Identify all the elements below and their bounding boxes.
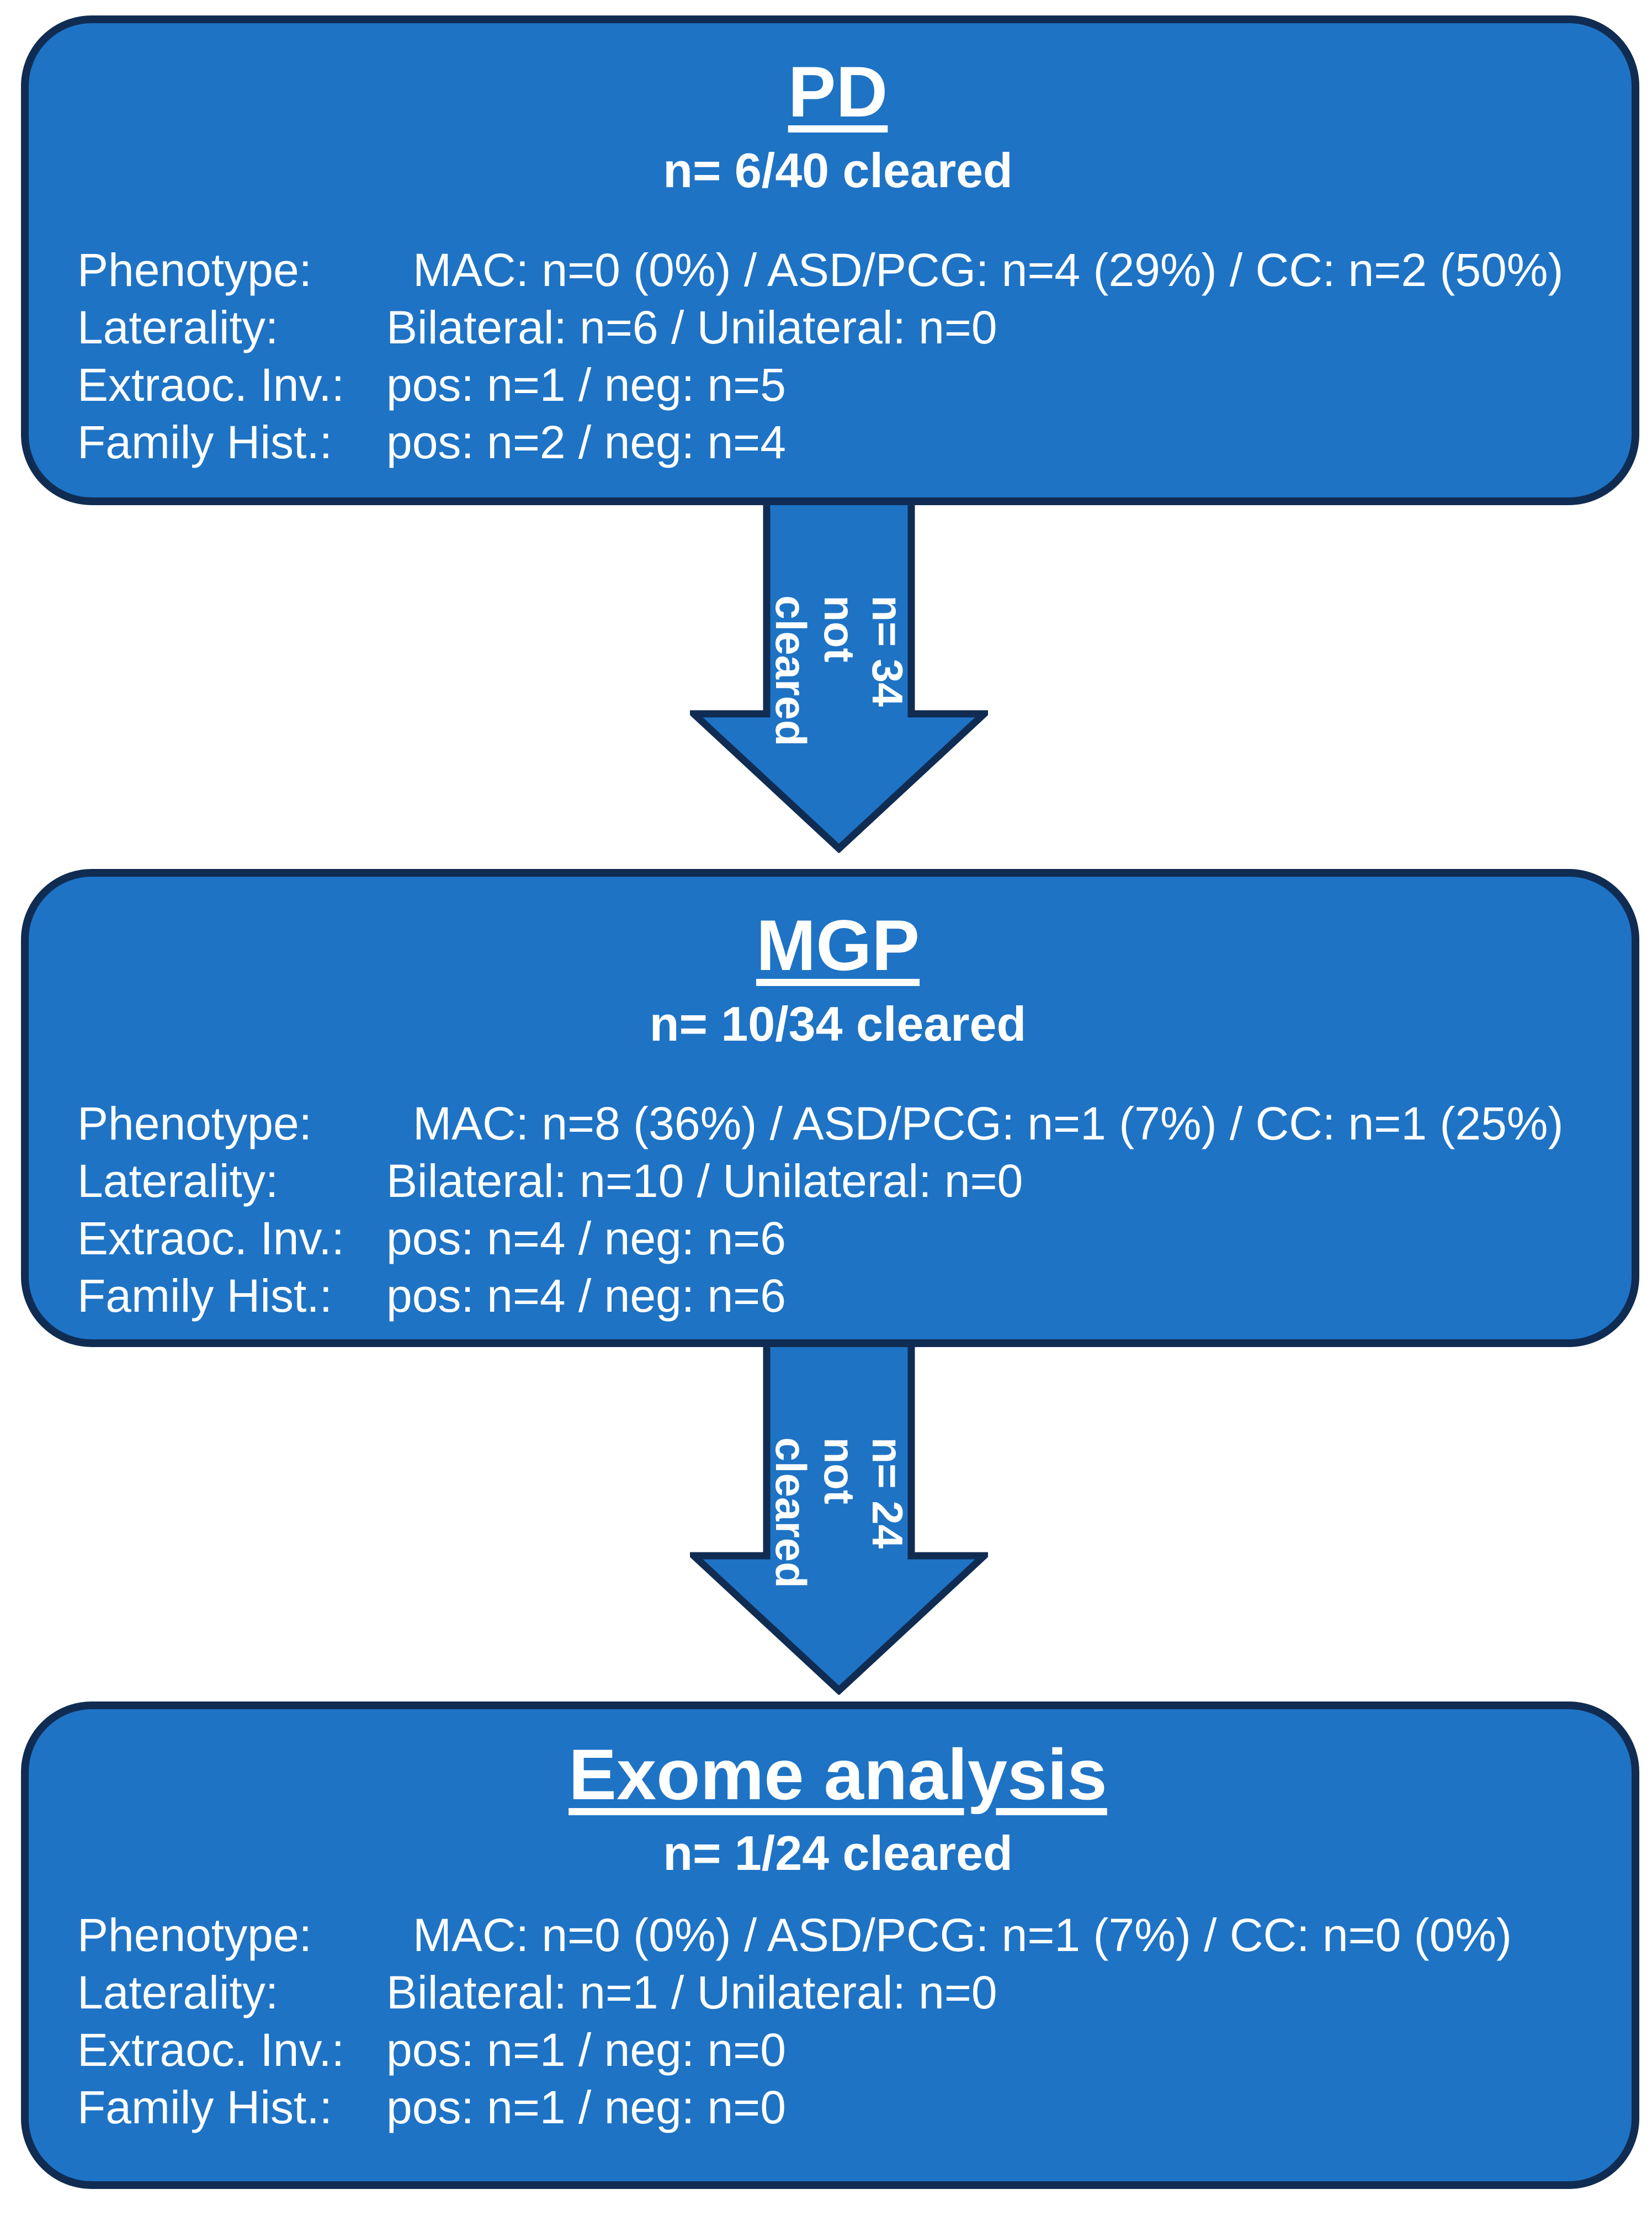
- pd-box-subtitle: n= 6/40 cleared: [663, 142, 1013, 198]
- row-value: pos: n=1 / neg: n=0: [386, 2081, 786, 2134]
- exome-box-subtitle: n= 1/24 cleared: [663, 1825, 1013, 1880]
- row-label: Family Hist.:: [77, 2081, 332, 2134]
- row-label: Phenotype:: [77, 1097, 312, 1149]
- table-row: Laterality: Bilateral: n=1 / Unilateral:…: [77, 1964, 1598, 2021]
- row-label: Phenotype:: [77, 243, 312, 296]
- arrow-pd-to-mgp: n= 34 not cleared: [690, 505, 988, 853]
- mgp-box-subtitle: n= 10/34 cleared: [649, 996, 1027, 1051]
- arrow-label: n= 34 not cleared: [767, 595, 912, 746]
- exome-box-body: Phenotype: MAC: n=0 (0%) / ASD/PCG: n=1 …: [77, 1906, 1598, 2137]
- table-row: Phenotype: MAC: n=8 (36%) / ASD/PCG: n=1…: [77, 1095, 1598, 1152]
- row-value: pos: n=4 / neg: n=6: [386, 1270, 786, 1322]
- row-label: Family Hist.:: [77, 416, 332, 469]
- pd-box-body: Phenotype: MAC: n=0 (0%) / ASD/PCG: n=4 …: [77, 241, 1598, 471]
- table-row: Family Hist.: pos: n=1 / neg: n=0: [77, 2079, 1598, 2136]
- pd-box: PD n= 6/40 cleared Phenotype: MAC: n=0 (…: [21, 15, 1639, 505]
- exome-analysis-box: Exome analysis n= 1/24 cleared Phenotype…: [21, 1701, 1639, 2189]
- arrow-mgp-to-exome: n= 24 not cleared: [690, 1347, 988, 1695]
- row-label: Laterality:: [77, 301, 279, 353]
- pd-box-title: PD: [788, 51, 888, 132]
- table-row: Phenotype: MAC: n=0 (0%) / ASD/PCG: n=1 …: [77, 1906, 1598, 1964]
- row-value: MAC: n=8 (36%) / ASD/PCG: n=1 (7%) / CC:…: [413, 1097, 1564, 1149]
- row-label: Phenotype:: [77, 1909, 312, 1961]
- mgp-box-body: Phenotype: MAC: n=8 (36%) / ASD/PCG: n=1…: [77, 1095, 1598, 1325]
- mgp-box-title: MGP: [756, 905, 920, 985]
- down-arrow-icon: [690, 505, 988, 853]
- row-value: pos: n=1 / neg: n=5: [386, 359, 786, 411]
- row-value: Bilateral: n=10 / Unilateral: n=0: [386, 1154, 1023, 1207]
- table-row: Extraoc. Inv.: pos: n=1 / neg: n=0: [77, 2021, 1598, 2079]
- down-arrow-icon: [690, 1347, 988, 1695]
- row-value: pos: n=2 / neg: n=4: [386, 416, 786, 469]
- exome-box-title: Exome analysis: [569, 1734, 1107, 1815]
- row-value: Bilateral: n=6 / Unilateral: n=0: [386, 301, 997, 353]
- table-row: Family Hist.: pos: n=2 / neg: n=4: [77, 414, 1598, 471]
- row-value: pos: n=4 / neg: n=6: [386, 1212, 786, 1264]
- row-value: MAC: n=0 (0%) / ASD/PCG: n=4 (29%) / CC:…: [413, 243, 1564, 296]
- table-row: Laterality: Bilateral: n=6 / Unilateral:…: [77, 299, 1598, 356]
- table-row: Laterality: Bilateral: n=10 / Unilateral…: [77, 1152, 1598, 1210]
- row-label: Family Hist.:: [77, 1270, 332, 1322]
- table-row: Family Hist.: pos: n=4 / neg: n=6: [77, 1267, 1598, 1324]
- row-label: Laterality:: [77, 1966, 279, 2018]
- row-label: Extraoc. Inv.:: [77, 359, 344, 411]
- row-value: MAC: n=0 (0%) / ASD/PCG: n=1 (7%) / CC: …: [413, 1909, 1512, 1961]
- table-row: Phenotype: MAC: n=0 (0%) / ASD/PCG: n=4 …: [77, 241, 1598, 299]
- arrow-label: n= 24 not cleared: [767, 1437, 912, 1588]
- table-row: Extraoc. Inv.: pos: n=1 / neg: n=5: [77, 356, 1598, 414]
- row-label: Extraoc. Inv.:: [77, 1212, 344, 1264]
- row-label: Extraoc. Inv.:: [77, 2024, 344, 2076]
- row-value: pos: n=1 / neg: n=0: [386, 2024, 786, 2076]
- table-row: Extraoc. Inv.: pos: n=4 / neg: n=6: [77, 1210, 1598, 1267]
- mgp-box: MGP n= 10/34 cleared Phenotype: MAC: n=8…: [21, 869, 1639, 1347]
- row-label: Laterality:: [77, 1154, 279, 1207]
- row-value: Bilateral: n=1 / Unilateral: n=0: [386, 1966, 997, 2018]
